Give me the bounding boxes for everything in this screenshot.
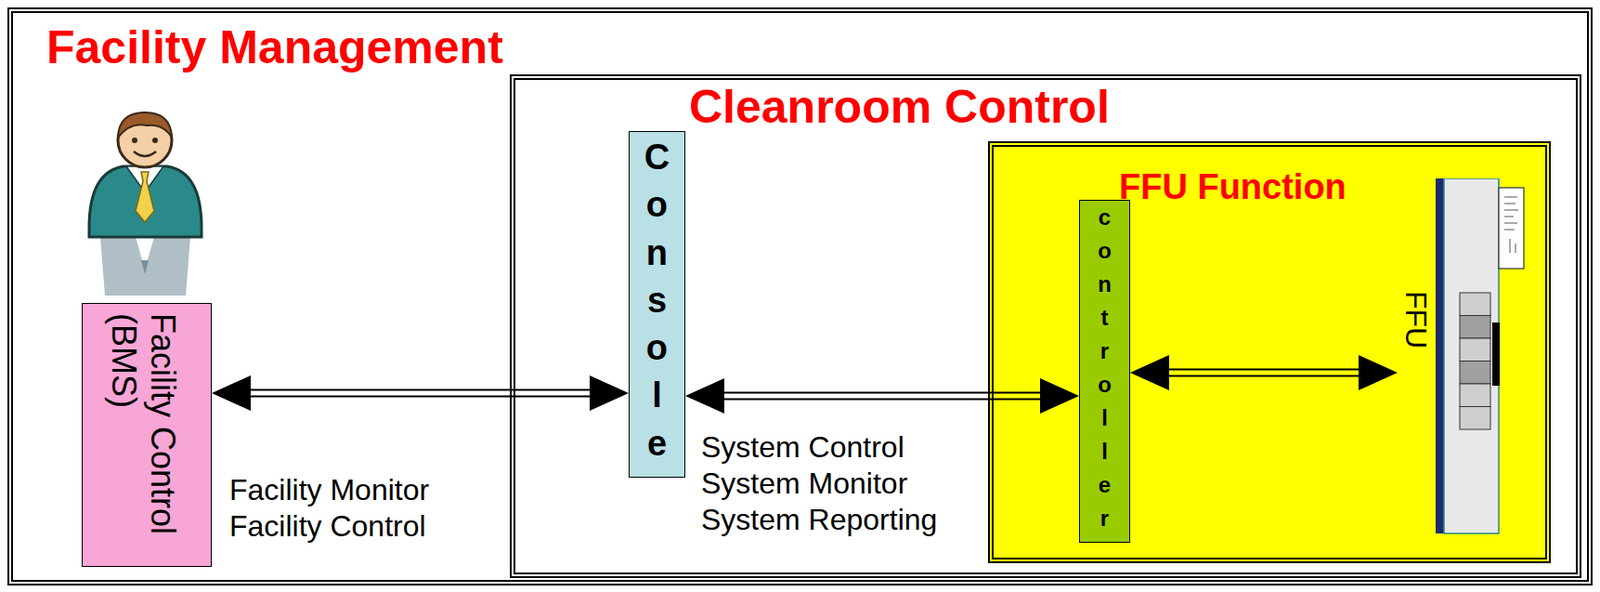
box-label: controller: [1096, 200, 1120, 535]
box-label: Facility Control (BMS): [104, 312, 183, 557]
double-arrow-connector: [1130, 354, 1398, 391]
person-icon: [81, 106, 209, 296]
cleanroom-frame: Cleanroom ControlConsole FFU Functioncont…: [509, 74, 1582, 578]
double-arrow-connector: [685, 377, 1080, 414]
edge-label-holder: Facility Monitor Facility Control: [229, 471, 490, 545]
frame-title: FFU Function: [1118, 169, 1347, 205]
controller-box: controller: [1079, 199, 1131, 543]
ffu-unit: [1435, 178, 1529, 536]
bms-box: Facility Control (BMS): [81, 302, 212, 567]
box-label: Console: [643, 133, 681, 468]
edge-label: System Control System Monitor System Rep…: [701, 429, 962, 538]
double-arrow-connector: [211, 375, 629, 411]
frame-title: Cleanroom Control: [689, 83, 1110, 131]
frame-title: Facility Management: [46, 24, 504, 71]
console-box: Console: [628, 130, 686, 478]
edge-label: Facility Monitor Facility Control: [229, 471, 490, 545]
unit-label: FFU: [1401, 290, 1431, 349]
edge-label-holder: System Control System Monitor System Rep…: [701, 429, 962, 538]
